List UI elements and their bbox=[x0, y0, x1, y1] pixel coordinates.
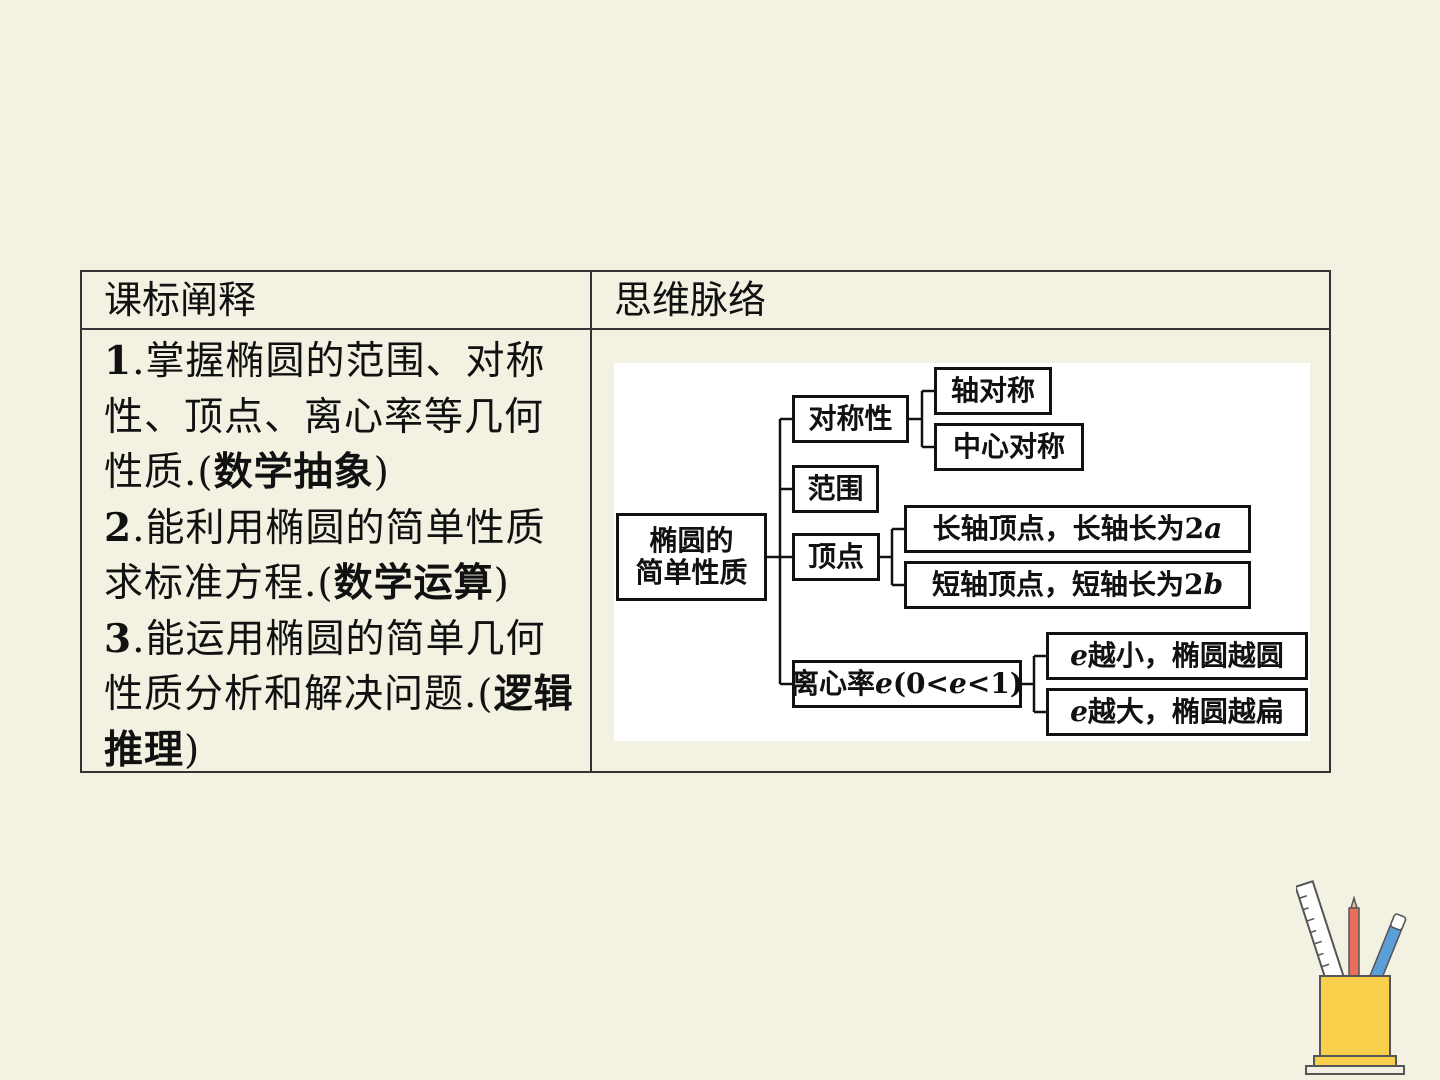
major-vertex-text: 长轴顶点，长轴长为2 bbox=[932, 511, 1205, 545]
objective-core-literacy: 数学运算 bbox=[333, 561, 494, 606]
minor-vertex-text: 短轴顶点，短轴长为2 bbox=[931, 567, 1204, 601]
objective-item: 1.掌握椭圆的范围、对称性、顶点、离心率等几何性质.(数学抽象) bbox=[104, 334, 574, 501]
objective-core-literacy: 逻辑推理 bbox=[104, 672, 574, 773]
ecc-large-var: e bbox=[1070, 694, 1088, 728]
objective-text: .掌握椭圆的范围、对称性、顶点、离心率等几何性质.( bbox=[104, 339, 546, 495]
objective-core-literacy: 数学抽象 bbox=[213, 450, 374, 495]
ecc-var: e bbox=[949, 666, 967, 700]
header-standards: 课标阐释 bbox=[104, 278, 257, 322]
objective-tail: ) bbox=[493, 561, 510, 606]
table-divider-vertical bbox=[590, 272, 592, 771]
objective-tail: ) bbox=[184, 727, 201, 773]
pencil-cup-icon bbox=[1296, 880, 1407, 1075]
node-center-symmetry: 中心对称 bbox=[934, 423, 1084, 471]
objectives-list: 1.掌握椭圆的范围、对称性、顶点、离心率等几何性质.(数学抽象) 2.能利用椭圆… bbox=[104, 334, 574, 778]
table-divider-horizontal bbox=[82, 328, 1329, 330]
ecc-range-close: <1) bbox=[966, 666, 1024, 700]
objective-item: 2.能利用椭圆的简单性质求标准方程.(数学运算) bbox=[104, 501, 574, 612]
objective-item: 3.能运用椭圆的简单几何性质分析和解决问题.(逻辑推理) bbox=[104, 612, 574, 779]
ecc-var: e bbox=[874, 666, 893, 700]
objective-number: 3 bbox=[104, 615, 133, 662]
ecc-small-var: e bbox=[1070, 638, 1088, 672]
objective-number: 1 bbox=[104, 338, 133, 384]
objective-number: 2 bbox=[104, 504, 133, 551]
node-axis-symmetry: 轴对称 bbox=[934, 367, 1052, 415]
root-line-1: 椭圆的 bbox=[649, 523, 734, 557]
node-root: 椭圆的 简单性质 bbox=[616, 513, 767, 601]
major-vertex-var: a bbox=[1204, 511, 1223, 545]
minor-vertex-var: b bbox=[1203, 567, 1224, 601]
ecc-large-text: 越大，椭圆越扁 bbox=[1087, 694, 1284, 728]
objective-text: .能利用椭圆的简单性质求标准方程.( bbox=[104, 505, 546, 607]
node-vertex: 顶点 bbox=[792, 533, 880, 581]
ecc-small-text: 越小，椭圆越圆 bbox=[1087, 638, 1284, 672]
node-symmetry: 对称性 bbox=[792, 395, 909, 443]
ecc-text: 离心率 bbox=[790, 666, 875, 700]
course-table: 课标阐释 思维脉络 1.掌握椭圆的范围、对称性、顶点、离心率等几何性质.(数学抽… bbox=[80, 270, 1331, 773]
objective-tail: ) bbox=[373, 450, 390, 495]
objective-text: .能运用椭圆的简单几何性质分析和解决问题.( bbox=[104, 616, 546, 718]
node-range: 范围 bbox=[792, 465, 879, 513]
root-line-2: 简单性质 bbox=[635, 556, 748, 589]
header-mindmap: 思维脉络 bbox=[614, 278, 767, 322]
ecc-range-open: (0< bbox=[892, 666, 950, 700]
mindmap-connectors bbox=[765, 389, 1046, 714]
